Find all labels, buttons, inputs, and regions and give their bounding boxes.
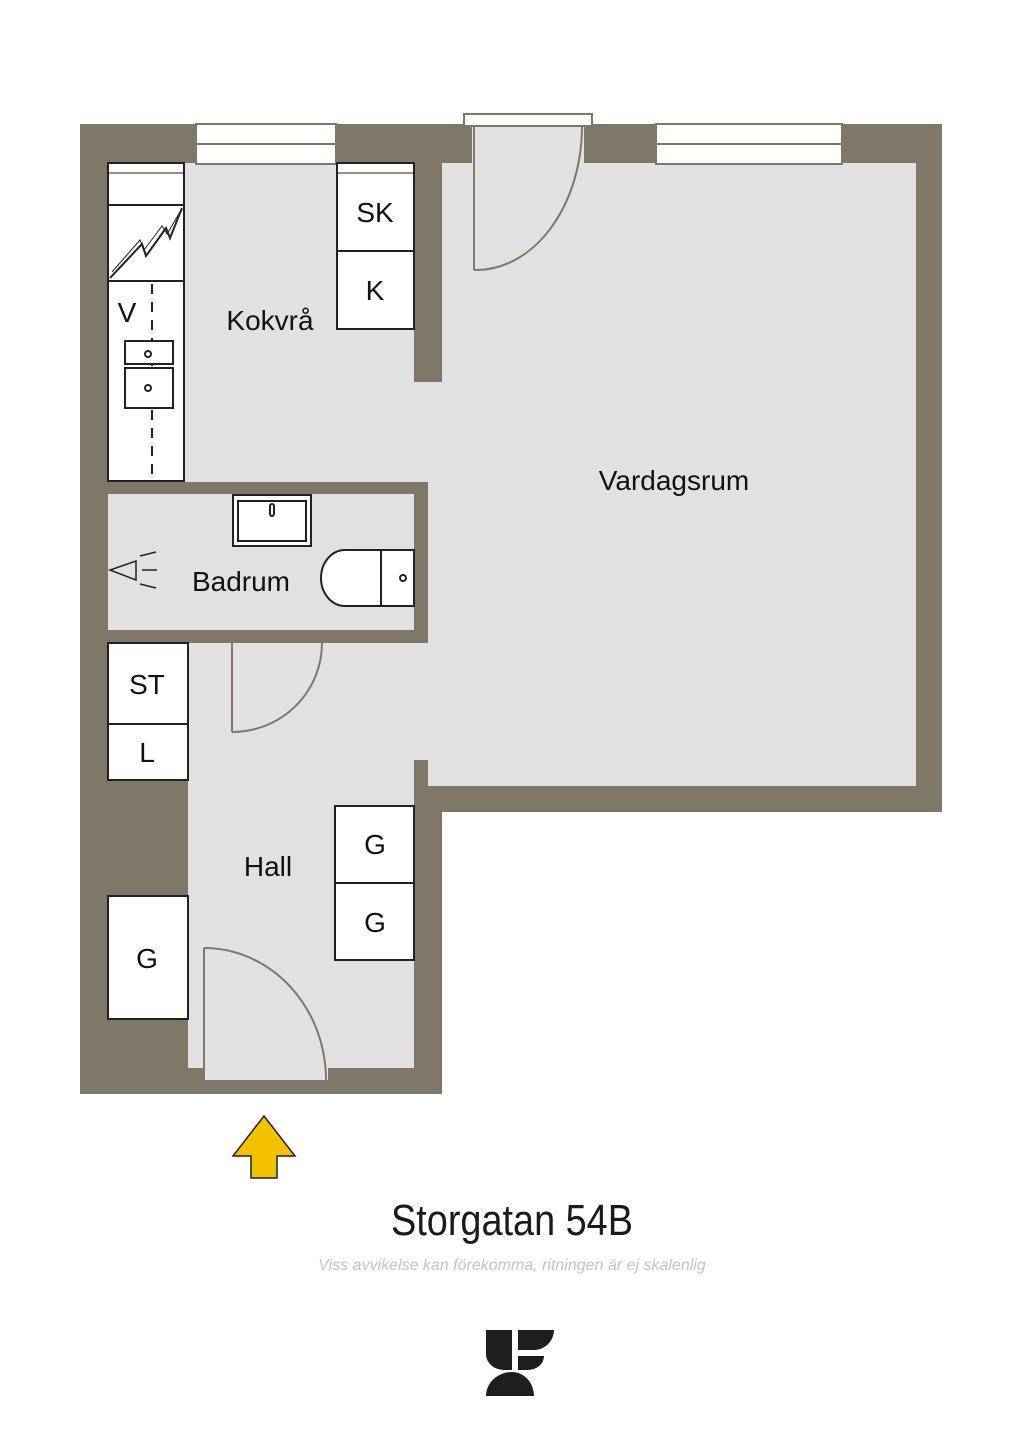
fridge-freezer-unit [336,162,415,330]
entrance-door [203,947,327,1081]
room-label-bathroom: Badrum [192,566,290,597]
bathroom-fixtures [107,494,415,607]
room-label-living: Vardagsrum [599,465,749,496]
balcony-door-frame [463,113,593,127]
fixture-label-wardrobe-1: G [364,829,386,860]
fixture-label-dishwasher: V [118,297,137,328]
hall-storage [107,642,415,1020]
washbasin-icon [232,494,312,547]
bathroom-door [231,642,323,733]
room-label-kitchen: Kokvrå [226,305,314,336]
company-logo-icon [486,1330,554,1396]
fixture-label-wardrobe-3: G [136,943,158,974]
doors [203,125,583,1081]
toilet-icon [320,549,415,607]
entrance-arrow-icon [231,1114,297,1179]
floor [108,124,916,1080]
room-label-hall: Hall [244,851,292,882]
interior-walls [108,482,428,786]
windows [195,113,843,165]
fixture-label-freezer: SK [356,197,394,228]
shower-icon [107,551,157,589]
fixture-label-storage: ST [129,669,165,700]
sink-icon [124,340,174,409]
fixture-label-wardrobe-2: G [364,907,386,938]
fixture-label-fridge: K [366,275,385,306]
fixture-label-linen: L [139,737,155,768]
disclaimer-text: Viss avvikelse kan förekomma, ritningen … [318,1257,706,1274]
balcony-door [473,125,583,272]
stove-icon [107,204,185,282]
address-title: Storgatan 54B [391,1196,633,1245]
kitchen-counter [107,162,185,482]
